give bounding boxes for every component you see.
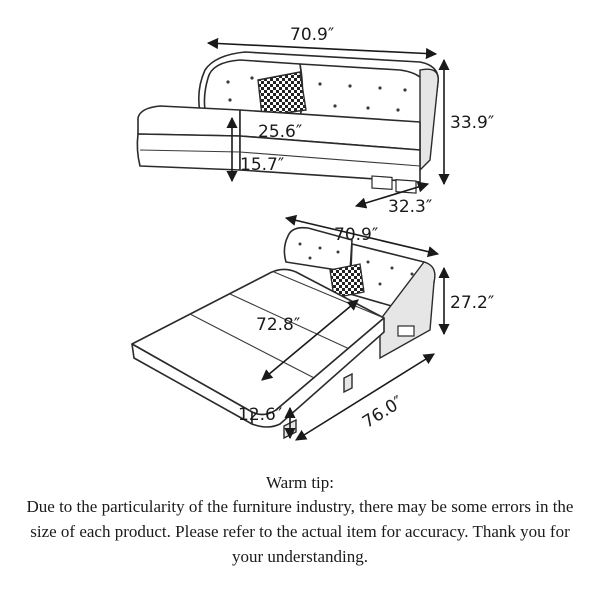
bed-mattress-arrow xyxy=(261,299,359,381)
pillow-icon xyxy=(257,71,307,117)
warm-tip-body: Due to the particularity of the furnitur… xyxy=(26,497,574,566)
bed-length-label: 76.0″ xyxy=(359,392,407,432)
bed-storage-pocket-icon xyxy=(397,325,415,337)
bed-side-height-label: 12.6″ xyxy=(238,405,282,425)
sofa-illustration xyxy=(136,51,439,194)
bed-length-arrow xyxy=(295,353,435,441)
bed-width-arrow xyxy=(284,214,440,258)
sofa-depth-label: 32.3″ xyxy=(388,197,432,217)
bed-mattress-length-label: 72.8″ xyxy=(256,315,300,335)
sofa-height-label: 33.9″ xyxy=(450,113,494,133)
sofa-seat-height-label: 15.7″ xyxy=(240,155,284,175)
bed-height-label: 27.2″ xyxy=(450,293,494,313)
sofa-width-label: 70.9″ xyxy=(290,25,334,45)
bed-pillow-icon xyxy=(329,263,365,299)
sofa-depth-arrow xyxy=(354,181,430,209)
warm-tip-title: Warm tip: xyxy=(265,473,335,492)
sofa-width-arrow xyxy=(206,37,438,60)
bed-width-label: 70.9″ xyxy=(334,225,378,245)
sofa-seat-depth-label: 25.6″ xyxy=(258,122,302,142)
